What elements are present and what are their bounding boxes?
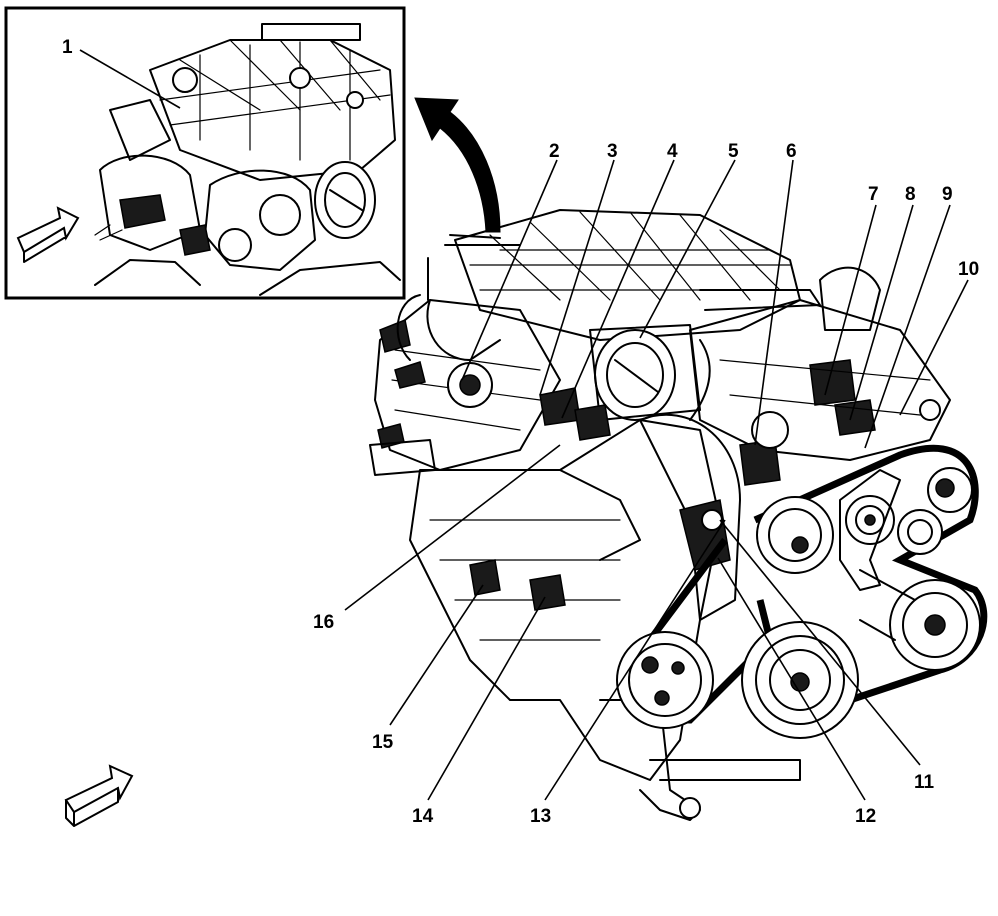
inset-intake-manifold <box>94 23 401 296</box>
leader-16 <box>344 444 561 611</box>
leader-9 <box>864 204 951 449</box>
power-steering-pulley <box>616 631 714 729</box>
callout-labels: 1 2 3 4 5 6 7 8 9 10 11 12 13 14 15 16 <box>62 37 979 827</box>
crankshaft-pulley <box>741 621 859 739</box>
leader-13 <box>544 519 726 801</box>
leader-4 <box>561 159 675 419</box>
engine-block <box>409 419 801 821</box>
inset-detail-view <box>4 6 406 300</box>
callout-1: 1 <box>62 37 73 58</box>
leader-6 <box>754 159 794 446</box>
callout-2: 2 <box>549 141 560 162</box>
callout-7: 7 <box>868 184 879 205</box>
callout-8: 8 <box>905 184 916 205</box>
alternator <box>927 467 973 513</box>
leader-15 <box>389 584 484 726</box>
accessory-drive <box>616 444 988 739</box>
leader-2 <box>461 159 558 381</box>
curved-arrow-icon <box>414 97 501 233</box>
throttle-body <box>539 324 701 441</box>
callout-13: 13 <box>530 806 551 827</box>
inset-direction-arrow-icon <box>16 206 80 263</box>
small-idler-pulley <box>897 509 943 555</box>
leader-14 <box>427 596 546 801</box>
leader-1 <box>79 49 181 109</box>
leader-7 <box>824 204 877 396</box>
right-cylinder-head <box>689 266 951 486</box>
callout-6: 6 <box>786 141 797 162</box>
leader-lines <box>79 49 969 801</box>
callout-15: 15 <box>372 732 394 753</box>
callout-16: 16 <box>313 612 334 633</box>
callout-10: 10 <box>958 259 979 280</box>
leader-8 <box>849 204 914 421</box>
upper-idler-pulley <box>756 496 834 574</box>
coolant-pipes <box>396 257 711 421</box>
front-direction-arrow-icon <box>64 764 134 827</box>
engine-illustration <box>369 209 988 821</box>
leader-5 <box>639 159 736 339</box>
leader-12 <box>717 557 866 801</box>
callout-11: 11 <box>914 772 935 793</box>
ac-compressor-pulley <box>889 579 981 671</box>
callout-4: 4 <box>667 141 678 162</box>
callout-5: 5 <box>728 141 739 162</box>
tensioner-pulley <box>845 495 895 545</box>
callout-12: 12 <box>855 806 876 827</box>
callout-3: 3 <box>607 141 618 162</box>
leader-10 <box>899 279 969 416</box>
leader-11 <box>719 519 921 766</box>
left-cylinder-head <box>369 299 561 476</box>
callout-14: 14 <box>412 806 434 827</box>
leader-3 <box>539 159 615 396</box>
callout-9: 9 <box>942 184 953 205</box>
